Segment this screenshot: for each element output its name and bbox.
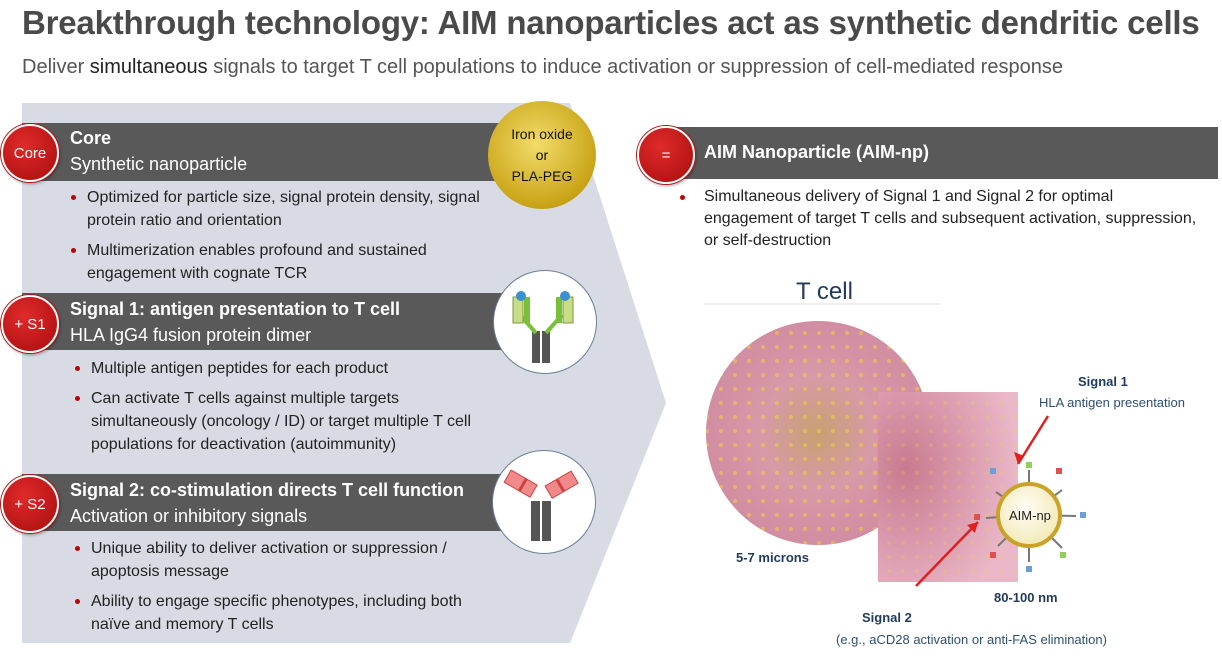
result-badge: = bbox=[637, 126, 695, 184]
np-label: AIM-np bbox=[1009, 508, 1051, 523]
tcell-label: T cell bbox=[796, 278, 853, 305]
core-title: Core bbox=[70, 128, 112, 148]
signal2-bullet-list: Unique ability to deliver activation or … bbox=[75, 537, 495, 643]
tcell-illustration bbox=[704, 303, 1086, 587]
signal1-badge: + S1 bbox=[1, 295, 59, 353]
subtitle-pre: Deliver bbox=[22, 56, 90, 78]
core-material-line3: PLA-PEG bbox=[511, 167, 573, 184]
subtitle-post: signals to target T cell populations to … bbox=[207, 56, 1063, 78]
hla-igg4-dimer-icon bbox=[512, 291, 574, 363]
np-size-label: 80-100 nm bbox=[994, 590, 1058, 605]
signal1-bullet-2: Can activate T cells against multiple ta… bbox=[75, 387, 495, 456]
signal1-title: Signal 1: antigen presentation to T cell bbox=[70, 299, 401, 319]
tcell-nanoparticle-figure: T cell Signal 1 HLA antigen presentation… bbox=[700, 270, 1220, 655]
signal2-subtitle: Activation or inhibitory signals bbox=[70, 506, 308, 526]
core-bullet-2: Multimerization enables profound and sus… bbox=[71, 239, 486, 285]
page-title: Breakthrough technology: AIM nanoparticl… bbox=[22, 4, 1200, 41]
signal1-label: Signal 1 bbox=[1078, 374, 1128, 389]
signal1-description: HLA antigen presentation bbox=[1039, 395, 1185, 410]
costim-antibody-icon bbox=[503, 469, 579, 541]
signal2-bullet-2: Ability to engage specific phenotypes, i… bbox=[75, 590, 495, 636]
signal2-title: Signal 2: co-stimulation directs T cell … bbox=[70, 480, 465, 500]
core-material-line2: or bbox=[535, 146, 549, 163]
tcell-size-label: 5-7 microns bbox=[736, 550, 809, 565]
core-bullet-list: Optimized for particle size, signal prot… bbox=[71, 186, 486, 292]
signal1-subtitle: HLA IgG4 fusion protein dimer bbox=[70, 325, 312, 345]
result-title: AIM Nanoparticle (AIM-np) bbox=[704, 142, 929, 162]
subtitle-emphasis: simultaneous bbox=[89, 56, 208, 78]
core-badge: Core bbox=[1, 124, 59, 182]
signal2-badge: + S2 bbox=[1, 475, 59, 533]
core-material-circle: Iron oxide or PLA-PEG bbox=[488, 101, 596, 209]
ligand-markers bbox=[974, 462, 1086, 572]
result-bullet: Simultaneous delivery of Signal 1 and Si… bbox=[678, 186, 1204, 252]
signal1-header-bar: Signal 1: antigen presentation to T cell… bbox=[22, 293, 512, 350]
signal2-arrow bbox=[915, 521, 979, 587]
signal1-protein-diagram bbox=[493, 270, 597, 374]
core-header-bar: Core Synthetic nanoparticle bbox=[22, 123, 532, 181]
signal2-description: (e.g., aCD28 activation or anti-FAS elim… bbox=[836, 632, 1107, 647]
core-material-line1: Iron oxide bbox=[511, 125, 573, 142]
result-header-bar: AIM Nanoparticle (AIM-np) bbox=[668, 127, 1218, 179]
signal2-label: Signal 2 bbox=[862, 610, 912, 625]
signal1-bullet-list: Multiple antigen peptides for each produ… bbox=[75, 357, 495, 463]
signal2-bullet-1: Unique ability to deliver activation or … bbox=[75, 537, 495, 583]
signal1-bullet-1: Multiple antigen peptides for each produ… bbox=[75, 357, 495, 380]
signal2-header-bar: Signal 2: co-stimulation directs T cell … bbox=[22, 474, 512, 531]
page-subtitle: Deliver simultaneous signals to target T… bbox=[22, 56, 1063, 79]
core-bullet-1: Optimized for particle size, signal prot… bbox=[71, 186, 486, 232]
core-subtitle: Synthetic nanoparticle bbox=[70, 154, 248, 174]
signal2-protein-diagram bbox=[492, 450, 596, 554]
